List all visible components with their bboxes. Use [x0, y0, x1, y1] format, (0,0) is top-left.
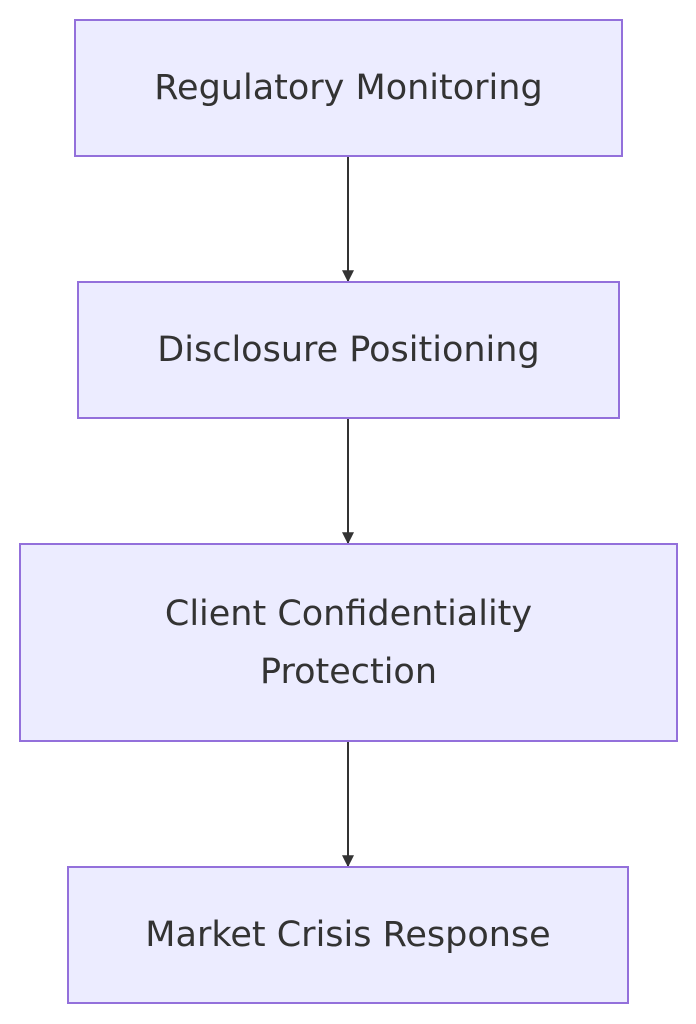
node-market-crisis-response[interactable]: Market Crisis Response [67, 866, 629, 1004]
node-regulatory-monitoring[interactable]: Regulatory Monitoring [74, 19, 623, 157]
node-label: Client Confidentiality Protection [164, 593, 533, 692]
node-label: Regulatory Monitoring [154, 68, 543, 108]
node-label: Disclosure Positioning [157, 330, 540, 370]
node-label: Market Crisis Response [145, 915, 551, 955]
node-client-confidentiality-protection[interactable]: Client Confidentiality Protection [19, 543, 678, 742]
node-disclosure-positioning[interactable]: Disclosure Positioning [77, 281, 620, 419]
